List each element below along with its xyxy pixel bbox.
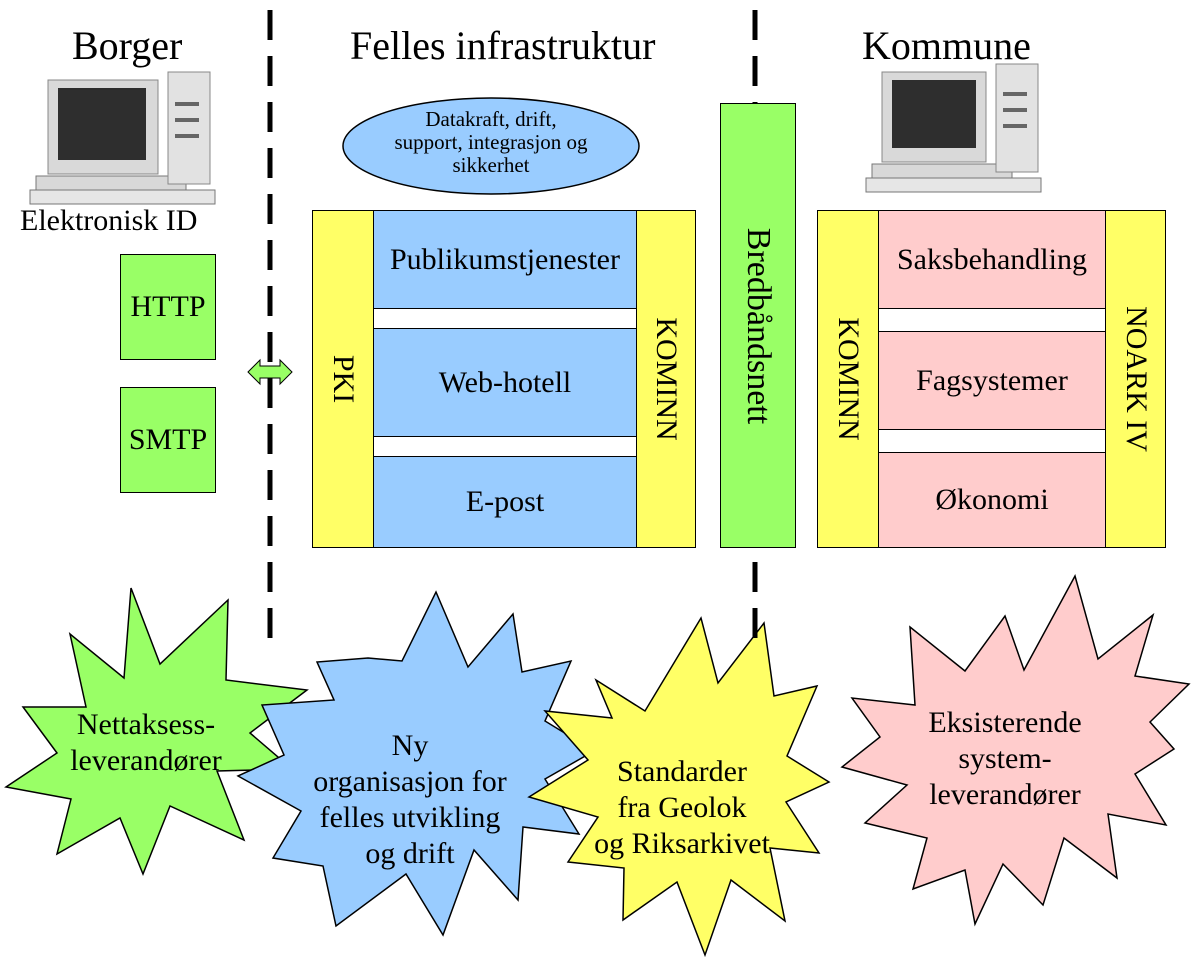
broadband-bar: Bredbåndsnett xyxy=(720,103,796,548)
system-saksbehandling: Saksbehandling xyxy=(878,210,1106,309)
noark-label: NOARK IV xyxy=(1119,306,1153,452)
http-label: HTTP xyxy=(130,290,206,323)
smtp-label: SMTP xyxy=(128,423,208,456)
kominn-label: KOMINN xyxy=(832,317,865,441)
system-separator xyxy=(878,429,1106,453)
service-label: E-post xyxy=(465,485,545,518)
pki-label: PKI xyxy=(327,354,360,404)
infrastructure-ellipse-shape xyxy=(342,97,640,195)
header-borger: Borger xyxy=(72,23,183,68)
infrastructure-ellipse-label: Datakraft, drift, support, integrasjon o… xyxy=(394,107,588,178)
header-kommune: Kommune xyxy=(862,23,1031,68)
star-eksisterende xyxy=(840,574,1191,927)
electronic-id-label: Elektronisk ID xyxy=(20,204,198,237)
noark-bar: NOARK IV xyxy=(1105,210,1166,548)
service-label: Web-hotell xyxy=(438,365,572,399)
system-okonomi: Økonomi xyxy=(878,452,1106,548)
service-e-post: E-post xyxy=(373,456,637,548)
service-label: Publikumstjenester xyxy=(390,242,620,276)
kominn-label: KOMINN xyxy=(650,317,683,441)
smtp-box: SMTP xyxy=(120,387,216,493)
star-label-eksisterende: Eksisterende system- leverandører xyxy=(928,706,1082,811)
kominn-bar-kommune: KOMINN xyxy=(817,210,879,548)
http-box: HTTP xyxy=(120,254,216,360)
header-felles-infrastruktur: Felles infrastruktur xyxy=(350,23,656,68)
system-label: Økonomi xyxy=(935,483,1049,516)
pki-bar: PKI xyxy=(312,210,374,548)
double-arrow-icon xyxy=(247,358,293,386)
system-fagsystemer: Fagsystemer xyxy=(878,331,1106,430)
service-separator xyxy=(373,308,637,329)
computer-icon xyxy=(865,63,1042,193)
star-label-standarder: Standarder fra Geolok og Riksarkivet xyxy=(594,755,770,860)
star-standarder xyxy=(527,616,831,958)
service-publikumstjenester: Publikumstjenester xyxy=(373,210,637,309)
star-label-organisasjon: Ny organisasjon for felles utvikling og … xyxy=(313,729,507,870)
star-organisasjon xyxy=(236,590,596,937)
broadband-label: Bredbåndsnett xyxy=(740,227,777,424)
kominn-bar-infra: KOMINN xyxy=(636,210,696,548)
service-web-hotell: Web-hotell xyxy=(373,328,637,437)
service-separator xyxy=(373,436,637,457)
system-label: Fagsystemer xyxy=(916,363,1068,397)
star-label-nettaksess: Nettaksess- leverandører xyxy=(70,708,222,777)
computer-icon xyxy=(29,71,216,205)
system-label: Saksbehandling xyxy=(897,242,1087,276)
star-nettaksess xyxy=(4,587,309,877)
system-separator xyxy=(878,308,1106,332)
